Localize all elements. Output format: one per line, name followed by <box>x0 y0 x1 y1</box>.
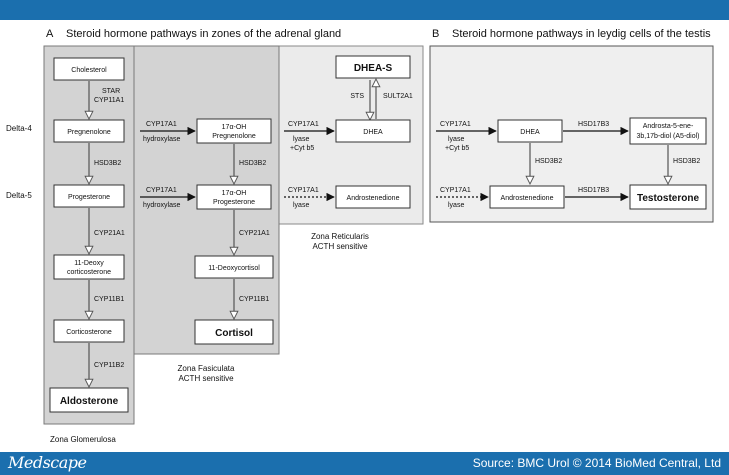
label-aldosterone: Aldosterone <box>60 396 119 407</box>
label-deoxycortisol: 11-Deoxycortisol <box>208 265 260 272</box>
label-cyp11b1-glom: CYP11B1 <box>94 296 124 303</box>
label-sts: STS <box>350 93 364 100</box>
node-oh-pregnenolone <box>196 118 272 144</box>
label-zone-glomerulosa: Zona Glomerulosa <box>50 435 116 444</box>
label-b-cyp17a1-2: CYP17A1 <box>440 187 471 194</box>
label-b-androstadiol-2: 3b,17b-diol (A5-diol) <box>636 133 699 140</box>
label-cyp21a1-glom: CYP21A1 <box>94 230 125 237</box>
label-zone-fasciculata-1: Zona Fasiculata <box>178 364 235 373</box>
label-cyp11b1-fasc: CYP11B1 <box>239 296 269 303</box>
node-b-dhea <box>497 119 563 143</box>
node-pregnenolone <box>53 119 125 143</box>
label-androstenedione-a: Androstenedione <box>347 195 400 202</box>
node-aldosterone <box>49 387 129 413</box>
label-cyp17a1-fasc-1: CYP17A1 <box>146 121 177 128</box>
label-dhea-a: DHEA <box>363 129 383 136</box>
label-cyt-b5-ret: +Cyt b5 <box>290 145 314 152</box>
node-corticosterone <box>53 319 125 343</box>
label-hsd3b2-fasc: HSD3B2 <box>239 160 266 167</box>
panel-a-letter: A <box>46 28 54 40</box>
label-b-lyase-2: lyase <box>448 202 464 209</box>
label-lyase-ret-2: lyase <box>293 202 309 209</box>
label-star: STAR <box>102 88 120 95</box>
label-progesterone: Progesterone <box>68 194 110 201</box>
label-oh-progesterone-1: 17α-OH <box>222 190 247 197</box>
label-corticosterone: Corticosterone <box>66 329 112 336</box>
label-b-hsd17b3-2: HSD17B3 <box>578 187 609 194</box>
label-sult2a1: SULT2A1 <box>383 93 413 100</box>
label-cyp17a1-fasc-2: CYP17A1 <box>146 187 177 194</box>
label-b-cyp17a1-1: CYP17A1 <box>440 121 471 128</box>
label-b-hsd3b2-1: HSD3B2 <box>535 158 562 165</box>
label-zone-reticularis-2: ACTH sensitive <box>312 242 368 251</box>
steroid-pathway-diagram: A Steroid hormone pathways in zones of t… <box>6 28 714 444</box>
label-cyp11a1: CYP11A1 <box>94 97 124 104</box>
node-b-testosterone <box>629 184 707 210</box>
label-b-hsd17b3-1: HSD17B3 <box>578 121 609 128</box>
label-zone-fasciculata-2: ACTH sensitive <box>178 374 234 383</box>
label-hydroxylase-2: hydroxylase <box>143 202 180 209</box>
row-label-delta5: Delta-5 <box>6 191 32 200</box>
label-b-hsd3b2-2: HSD3B2 <box>673 158 700 165</box>
label-hydroxylase-1: hydroxylase <box>143 136 180 143</box>
panel-a-title: Steroid hormone pathways in zones of the… <box>66 28 341 40</box>
node-dhea-a <box>335 119 411 143</box>
label-b-dhea: DHEA <box>520 129 540 136</box>
label-cyp21a1-fasc: CYP21A1 <box>239 230 270 237</box>
panel-b-title: Steroid hormone pathways in leydig cells… <box>452 28 711 40</box>
label-deoxycorticosterone-2: corticosterone <box>67 269 111 276</box>
node-androstenedione-a <box>335 185 411 209</box>
node-deoxycorticosterone <box>53 254 125 280</box>
label-cortisol: Cortisol <box>215 328 253 339</box>
label-cyp17a1-ret-1: CYP17A1 <box>288 121 319 128</box>
row-label-delta4: Delta-4 <box>6 124 32 133</box>
node-dheas <box>335 55 411 79</box>
label-cyp11b2: CYP11B2 <box>94 362 124 369</box>
node-cortisol <box>194 319 274 345</box>
node-progesterone <box>53 184 125 208</box>
node-deoxycortisol <box>194 255 274 279</box>
label-dheas: DHEA-S <box>354 63 393 74</box>
label-pregnenolone: Pregnenolone <box>67 129 111 136</box>
footer-bar: Medscape Source: BMC Urol © 2014 BioMed … <box>0 452 729 475</box>
node-b-androstenedione <box>489 185 565 209</box>
label-lyase-ret-1: lyase <box>293 136 309 143</box>
label-oh-pregnenolone-1: 17α-OH <box>222 124 247 131</box>
label-zone-reticularis-1: Zona Reticularis <box>311 232 369 241</box>
label-b-androstadiol-1: Androsta-5-ene- <box>643 123 694 130</box>
top-band <box>0 0 729 20</box>
label-b-lyase-1: lyase <box>448 136 464 143</box>
source-credit: Source: BMC Urol © 2014 BioMed Central, … <box>472 456 721 470</box>
panel-b-letter: B <box>432 28 439 40</box>
label-cholesterol: Cholesterol <box>71 67 107 74</box>
label-cyp17a1-ret-2: CYP17A1 <box>288 187 319 194</box>
label-b-testosterone: Testosterone <box>637 193 699 204</box>
node-oh-progesterone <box>196 184 272 210</box>
brand-logo: Medscape <box>8 453 87 472</box>
node-b-androstadiol <box>629 117 707 145</box>
label-b-androstenedione: Androstenedione <box>501 195 554 202</box>
label-hsd3b2-glom: HSD3B2 <box>94 160 121 167</box>
label-oh-pregnenolone-2: Pregnenolone <box>212 133 256 140</box>
node-cholesterol <box>53 57 125 81</box>
label-oh-progesterone-2: Progesterone <box>213 199 255 206</box>
label-deoxycorticosterone-1: 11-Deoxy <box>74 260 104 267</box>
label-b-cyt-b5: +Cyt b5 <box>445 145 469 152</box>
